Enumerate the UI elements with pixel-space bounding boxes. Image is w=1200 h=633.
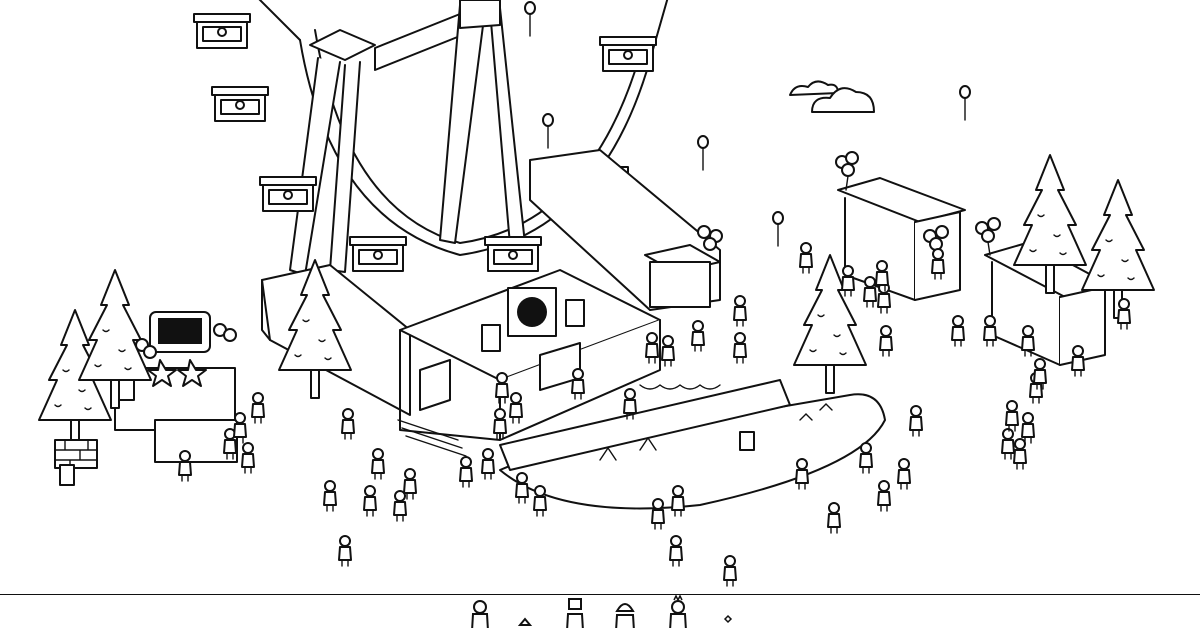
- brick-wall: [54, 439, 98, 469]
- person[interactable]: [1005, 400, 1019, 432]
- target-tray: [0, 594, 1200, 632]
- person[interactable]: [241, 442, 255, 474]
- person[interactable]: [863, 276, 877, 308]
- gondola[interactable]: [349, 236, 407, 272]
- person[interactable]: [178, 450, 192, 482]
- person[interactable]: [671, 485, 685, 517]
- person[interactable]: [877, 480, 891, 512]
- trash-can-icon[interactable]: [59, 464, 75, 486]
- balloon-icon[interactable]: [772, 211, 784, 247]
- speaker[interactable]: [117, 377, 135, 401]
- target-person-icon[interactable]: [565, 598, 585, 632]
- trash-can-icon[interactable]: [739, 431, 755, 451]
- person[interactable]: [733, 295, 747, 327]
- balloon-icon[interactable]: [697, 135, 709, 171]
- person[interactable]: [338, 535, 352, 567]
- person[interactable]: [459, 456, 473, 488]
- ferris-wheel: [193, 0, 669, 276]
- target-person-icon[interactable]: [470, 600, 490, 632]
- person[interactable]: [879, 325, 893, 357]
- person[interactable]: [363, 485, 377, 517]
- balloon-icon[interactable]: [524, 1, 536, 37]
- person[interactable]: [1021, 412, 1035, 444]
- person[interactable]: [661, 335, 675, 367]
- person[interactable]: [669, 535, 683, 567]
- gondola[interactable]: [484, 236, 542, 272]
- balloon-bunch[interactable]: [697, 225, 723, 251]
- person[interactable]: [723, 555, 737, 587]
- person[interactable]: [323, 480, 337, 512]
- person[interactable]: [515, 472, 529, 504]
- person[interactable]: [651, 498, 665, 530]
- person[interactable]: [827, 502, 841, 534]
- garden-bed: [499, 379, 886, 510]
- person[interactable]: [1013, 438, 1027, 470]
- person[interactable]: [1117, 298, 1131, 330]
- person[interactable]: [983, 315, 997, 347]
- target-small-item-icon[interactable]: [517, 617, 533, 626]
- person[interactable]: [799, 242, 813, 274]
- balloon-icon[interactable]: [959, 85, 971, 121]
- gondola[interactable]: [599, 36, 657, 72]
- rope-barrier: [639, 384, 721, 390]
- kiosk-right-2: [984, 241, 1111, 366]
- person[interactable]: [371, 448, 385, 480]
- person[interactable]: [691, 320, 705, 352]
- person[interactable]: [877, 282, 891, 314]
- person[interactable]: [733, 332, 747, 364]
- person[interactable]: [951, 315, 965, 347]
- game-stall-left: [114, 311, 238, 463]
- balloon-bunch[interactable]: [835, 151, 859, 191]
- star-icon: [147, 359, 177, 387]
- person[interactable]: [341, 408, 355, 440]
- person[interactable]: [1001, 428, 1015, 460]
- person[interactable]: [481, 448, 495, 480]
- target-person-icon[interactable]: [668, 594, 688, 632]
- kiosk-center: [644, 244, 721, 308]
- person[interactable]: [1071, 345, 1085, 377]
- gondola[interactable]: [259, 176, 317, 212]
- speaker[interactable]: [481, 324, 501, 352]
- person[interactable]: [533, 485, 547, 517]
- person[interactable]: [859, 442, 873, 474]
- balloon-bunch[interactable]: [975, 217, 1001, 256]
- star-icon: [177, 359, 207, 387]
- target-small-item-icon[interactable]: [723, 614, 733, 624]
- person[interactable]: [393, 490, 407, 522]
- balloon-bunch[interactable]: [135, 323, 237, 359]
- gondola[interactable]: [193, 13, 251, 49]
- speaker[interactable]: [565, 299, 585, 327]
- target-person-icon[interactable]: [614, 603, 636, 632]
- person[interactable]: [795, 458, 809, 490]
- person[interactable]: [841, 265, 855, 297]
- person[interactable]: [909, 405, 923, 437]
- person[interactable]: [251, 392, 265, 424]
- cloud-icon: [789, 80, 875, 113]
- person[interactable]: [897, 458, 911, 490]
- balloon-icon[interactable]: [542, 113, 554, 149]
- kiosk-right-1: [837, 177, 966, 301]
- ferris-wheel-support: [289, 0, 526, 276]
- gondola[interactable]: [211, 86, 269, 122]
